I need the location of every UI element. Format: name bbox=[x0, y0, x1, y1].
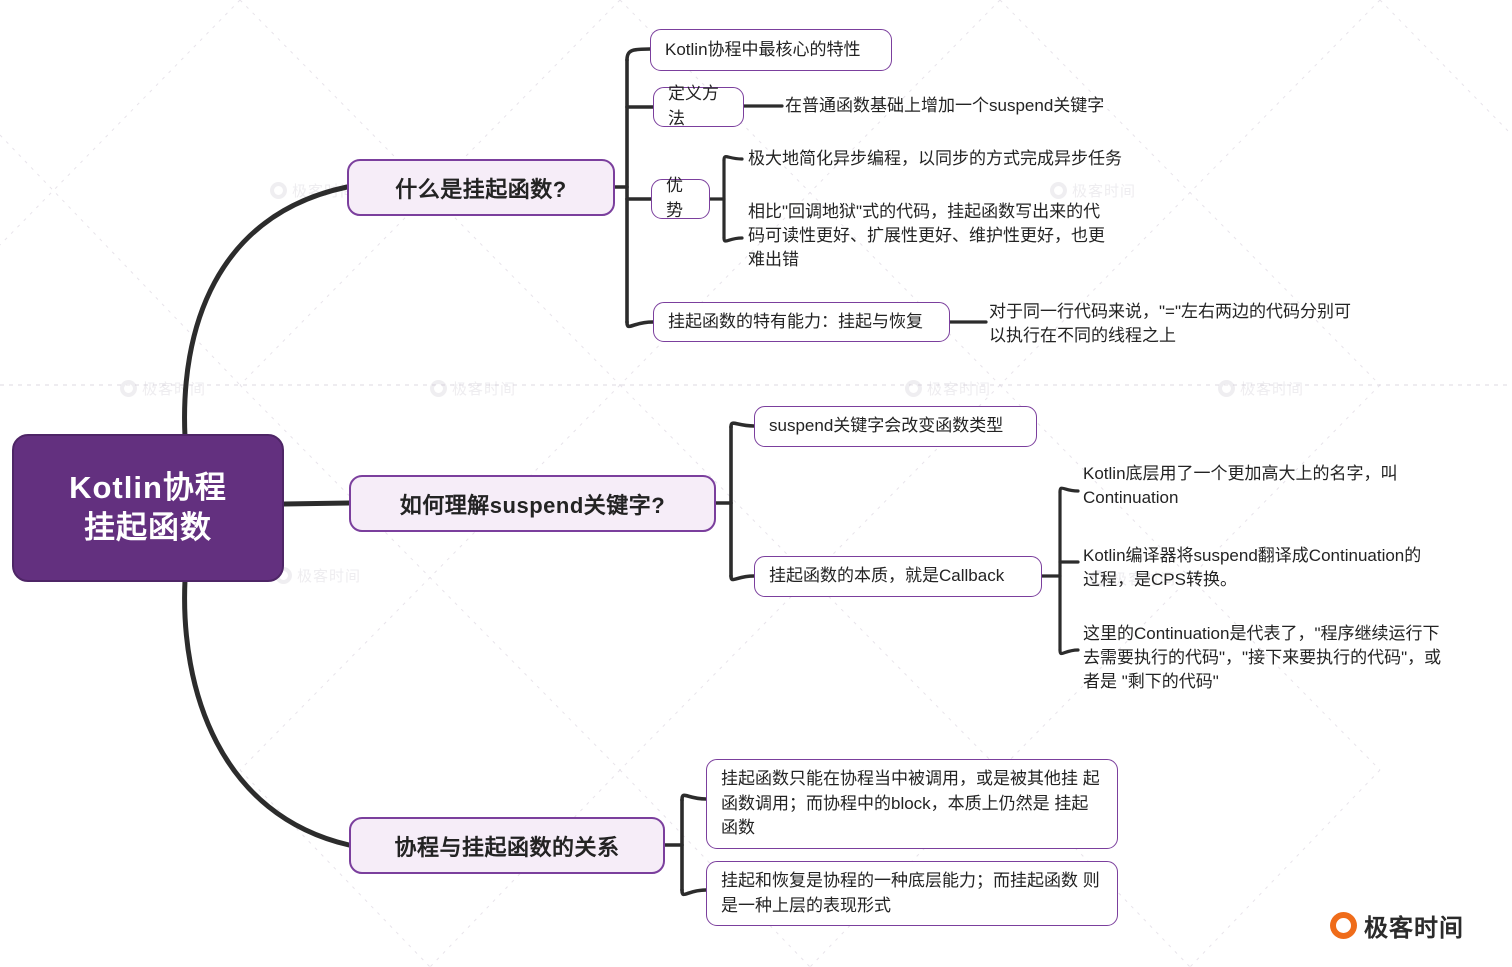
node-suspend-changes-function-type[interactable]: suspend关键字会改变函数类型 bbox=[754, 406, 1037, 447]
watermark-text: 极客时间 bbox=[1072, 182, 1137, 200]
node-suspend-resume-underlying[interactable]: 挂起和恢复是协程的一种底层能力；而挂起函数 则是一种上层的表现形式 bbox=[706, 861, 1118, 927]
node-definition-method[interactable]: 定义方法 bbox=[653, 84, 744, 128]
node-advantages[interactable]: 优势 bbox=[651, 176, 710, 220]
node-essence-is-callback[interactable]: 挂起函数的本质，就是Callback bbox=[754, 556, 1042, 597]
root-node[interactable]: Kotlin协程 挂起函数 bbox=[12, 434, 284, 582]
branch-node-what-is-suspend-function[interactable]: 什么是挂起函数? bbox=[347, 159, 615, 216]
node-core-feature[interactable]: Kotlin协程中最核心的特性 bbox=[650, 29, 892, 71]
geek-logo-mark-icon bbox=[1050, 182, 1067, 199]
watermark-text: 极客时间 bbox=[927, 380, 992, 398]
branch-node-coroutine-suspend-relation[interactable]: 协程与挂起函数的关系 bbox=[349, 817, 665, 874]
geek-logo-mark-icon bbox=[120, 380, 137, 397]
node-unique-ability-suspend-resume[interactable]: 挂起函数的特有能力：挂起与恢复 bbox=[653, 302, 950, 342]
watermark-text: 极客时间 bbox=[297, 567, 362, 585]
branch-node-understand-suspend-keyword[interactable]: 如何理解suspend关键字? bbox=[349, 475, 716, 532]
leaf-continuation-name: Kotlin底层用了一个更加高大上的名字，叫 Continuation bbox=[1083, 464, 1398, 507]
leaf-unique-ability-detail: 对于同一行代码来说，"="左右两边的代码分别可 以执行在不同的线程之上 bbox=[989, 302, 1351, 345]
watermark: 极客时间 bbox=[1050, 180, 1136, 201]
geek-logo-mark-icon bbox=[1330, 912, 1357, 939]
geek-logo-mark-icon bbox=[430, 380, 447, 397]
watermark: 极客时间 bbox=[905, 378, 991, 399]
brand-label: 极客时间 bbox=[1364, 914, 1464, 942]
brand-logo: 极客时间 bbox=[1330, 908, 1464, 943]
watermark-text: 极客时间 bbox=[142, 380, 207, 398]
watermark-text: 极客时间 bbox=[1240, 380, 1305, 398]
leaf-advantage-1: 极大地简化异步编程，以同步的方式完成异步任务 bbox=[748, 149, 1122, 168]
watermark: 极客时间 bbox=[430, 378, 516, 399]
geek-logo-mark-icon bbox=[270, 182, 287, 199]
node-only-callable-in-coroutine[interactable]: 挂起函数只能在协程当中被调用，或是被其他挂 起函数调用；而协程中的block，本… bbox=[706, 759, 1118, 849]
leaf-continuation-meaning: 这里的Continuation是代表了，"程序继续运行下 去需要执行的代码"，"… bbox=[1083, 624, 1442, 691]
watermark: 极客时间 bbox=[270, 180, 356, 201]
leaf-definition-method-detail: 在普通函数基础上增加一个suspend关键字 bbox=[785, 96, 1105, 115]
leaf-advantage-2: 相比"回调地狱"式的代码，挂起函数写出来的代 码可读性更好、扩展性更好、维护性更… bbox=[748, 202, 1105, 269]
root-line-1: Kotlin协程 bbox=[69, 469, 227, 505]
geek-logo-mark-icon bbox=[905, 380, 922, 397]
root-line-2: 挂起函数 bbox=[84, 510, 212, 545]
geek-logo-mark-icon bbox=[1218, 380, 1235, 397]
watermark-text: 极客时间 bbox=[452, 380, 517, 398]
watermark: 极客时间 bbox=[120, 378, 206, 399]
watermark: 极客时间 bbox=[1218, 378, 1304, 399]
watermark: 极客时间 bbox=[275, 565, 361, 586]
leaf-cps-transform: Kotlin编译器将suspend翻译成Continuation的 过程，是CP… bbox=[1083, 546, 1422, 589]
